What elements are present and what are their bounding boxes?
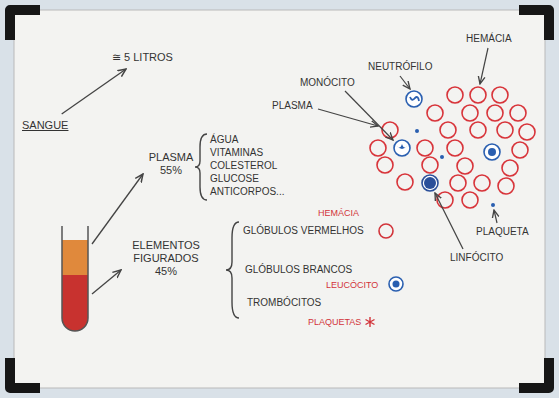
leader-arrow xyxy=(480,48,488,84)
test-tube xyxy=(62,226,88,331)
frame-corner xyxy=(519,10,549,40)
red-cell xyxy=(470,122,486,138)
leader-arrow xyxy=(435,193,463,249)
red-cell xyxy=(492,87,508,103)
leader-arrow xyxy=(318,109,378,126)
note-label: COLESTEROL xyxy=(210,160,277,172)
red-cell xyxy=(487,105,503,121)
whiteboard xyxy=(14,10,545,388)
platelet-dot xyxy=(415,129,419,133)
leader-arrow xyxy=(92,174,143,244)
white-cell-symbol xyxy=(389,277,403,291)
red-cell xyxy=(417,140,433,156)
red-cell xyxy=(427,105,443,121)
leukocyte-nucleus xyxy=(488,148,496,156)
note-label: GLÓBULOS VERMELHOS xyxy=(243,225,364,237)
note-label: HEMÁCIA xyxy=(318,207,359,219)
red-cells xyxy=(370,87,535,208)
red-cell xyxy=(470,87,486,103)
brace xyxy=(195,134,207,200)
white-cell-nucleus xyxy=(393,281,400,288)
note-label: HEMÁCIA xyxy=(466,33,512,45)
node-text: ≅ 5 LITROS xyxy=(112,51,173,64)
red-cell xyxy=(462,192,478,208)
red-cell xyxy=(502,160,518,176)
plasma-layer xyxy=(62,240,88,275)
cells-layer xyxy=(62,275,88,331)
platelet-dot xyxy=(491,203,495,207)
note-label: ANTICORPOS... xyxy=(210,186,284,198)
leader-arrow xyxy=(92,270,121,294)
leader-arrow xyxy=(494,210,497,223)
node-text: ELEMENTOS FIGURADOS 45% xyxy=(123,239,209,278)
red-cell xyxy=(397,174,413,190)
red-cell xyxy=(422,157,438,173)
platelet-dot xyxy=(440,155,444,159)
platelet-symbol xyxy=(366,317,375,327)
note-label: VITAMINAS xyxy=(210,147,263,159)
connector-arrow xyxy=(62,69,126,114)
monocyte-cell xyxy=(394,140,410,156)
red-cell xyxy=(382,122,398,138)
frame-corner xyxy=(10,358,40,388)
red-cell-symbol xyxy=(379,224,393,238)
note-label: GLÓBULOS BRANCOS xyxy=(245,264,352,276)
text-node: SANGUE xyxy=(20,118,70,133)
text-node: PLASMA 55% xyxy=(141,150,201,178)
leader-arrow xyxy=(345,91,393,140)
note-label: ÁGUA xyxy=(210,134,238,146)
note-label: PLASMA xyxy=(272,100,313,112)
text-node: ELEMENTOS FIGURADOS 45% xyxy=(121,238,211,279)
frame-corner xyxy=(519,358,549,388)
note-label: MONÓCITO xyxy=(300,77,355,89)
red-cell xyxy=(457,158,473,174)
note-label: GLUCOSE xyxy=(210,173,259,185)
text-node: ≅ 5 LITROS xyxy=(110,50,175,65)
red-cell xyxy=(498,178,514,194)
lymphocyte-nucleus xyxy=(424,177,436,189)
red-cell xyxy=(370,140,386,156)
note-label: PLAQUETAS xyxy=(308,316,361,328)
monocyte-nucleus xyxy=(397,144,407,149)
frame-corner xyxy=(10,10,40,40)
red-cell xyxy=(447,140,463,156)
red-cell xyxy=(377,157,393,173)
leukocyte-cell xyxy=(484,144,500,160)
neutrophil-cell xyxy=(406,91,422,107)
red-cell xyxy=(497,122,513,138)
red-cell xyxy=(510,105,526,121)
lymphocyte-cell xyxy=(422,175,438,191)
brace xyxy=(226,222,239,318)
red-cell xyxy=(519,124,535,140)
red-cell xyxy=(447,87,463,103)
note-label: NEUTRÓFILO xyxy=(368,61,432,73)
note-label: TROMBÓCITOS xyxy=(247,297,321,309)
node-text: SANGUE xyxy=(22,119,68,132)
note-label: LEUCÓCITO xyxy=(326,279,378,291)
red-cell xyxy=(437,192,453,208)
neutrophil-nucleus xyxy=(410,97,419,101)
leader-arrow xyxy=(400,76,410,89)
node-text: PLASMA 55% xyxy=(143,151,199,177)
note-label: PLAQUETA xyxy=(476,226,529,238)
red-cell xyxy=(512,142,528,158)
red-cell xyxy=(462,105,478,121)
red-cell xyxy=(474,175,490,191)
red-cell xyxy=(450,175,466,191)
red-cell xyxy=(440,122,456,138)
note-label: LINFÓCITO xyxy=(450,252,503,264)
